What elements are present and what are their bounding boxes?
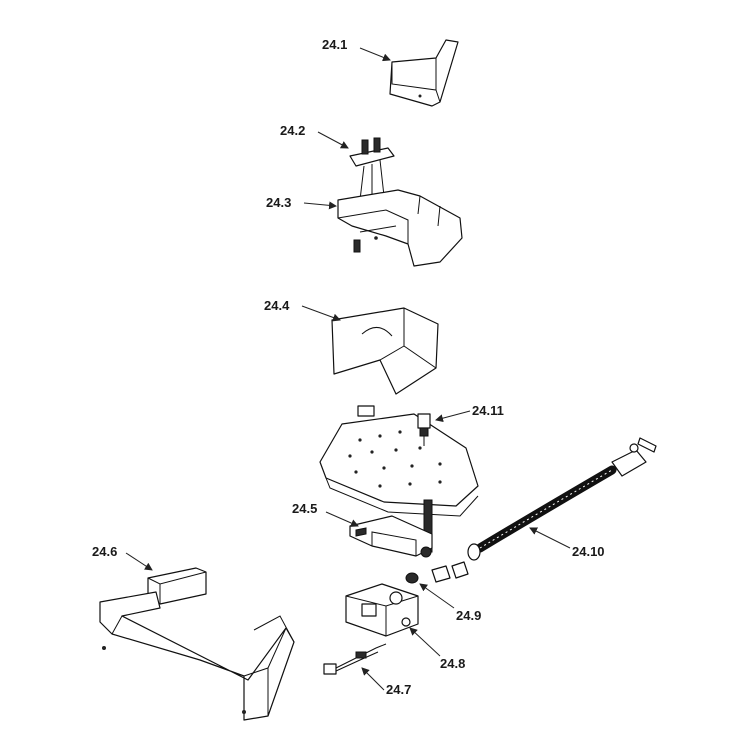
label-24-10: 24.10	[572, 544, 605, 559]
label-24-2: 24.2	[280, 123, 305, 138]
label-24-4: 24.4	[264, 298, 290, 313]
label-24-3: 24.3	[266, 195, 291, 210]
label-24-1: 24.1	[322, 37, 347, 52]
label-24-5: 24.5	[292, 501, 317, 516]
part-24-3-pilot-bracket	[337, 189, 463, 267]
base-frame	[99, 591, 295, 721]
part-24-4-heat-shield	[331, 307, 439, 395]
label-24-7: 24.7	[386, 682, 411, 697]
part-24-9-fittings	[405, 561, 469, 584]
part-24-1-bracket	[389, 39, 459, 107]
label-24-8: 24.8	[440, 656, 465, 671]
label-24-9: 24.9	[456, 608, 481, 623]
label-24-11: 24.11	[472, 403, 504, 418]
part-24-8-gas-valve	[345, 583, 419, 637]
label-24-6: 24.6	[92, 544, 117, 559]
part-24-11-fitting	[417, 413, 431, 446]
part-24-10-flex-gas-line	[467, 437, 657, 561]
part-burner-plate	[319, 405, 479, 517]
part-24-7-wire-harness	[323, 643, 387, 675]
part-24-5-valve-bracket	[349, 515, 433, 558]
